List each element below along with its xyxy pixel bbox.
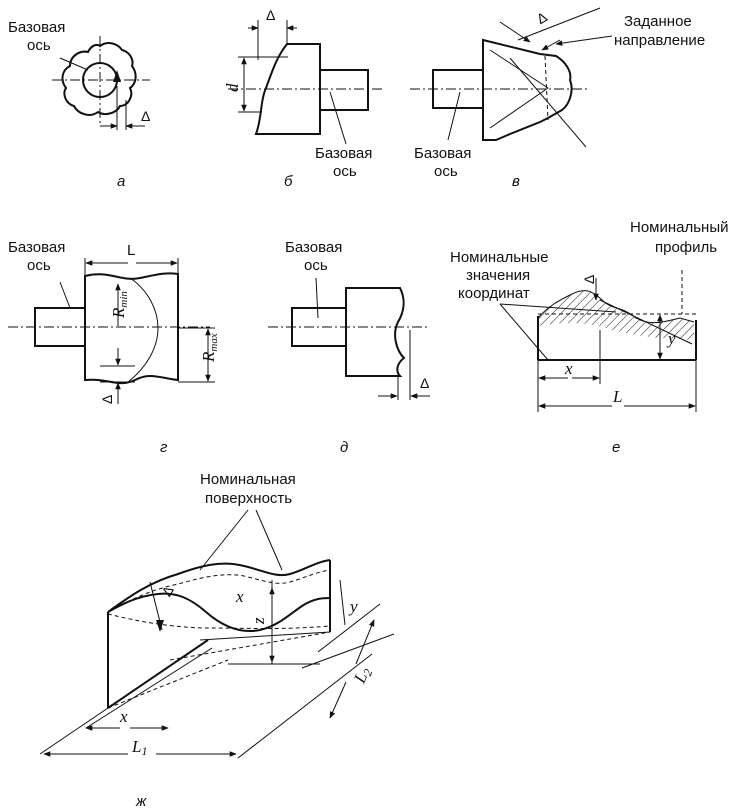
nominal-surface-back: [107, 569, 331, 613]
caption-e: е: [612, 439, 620, 456]
nominal-line: [544, 55, 549, 121]
L2-symbol: L2: [350, 664, 376, 688]
actual-profile: [537, 290, 695, 324]
leader-line: [329, 91, 347, 145]
given-direction-label: Заданное: [624, 13, 692, 30]
extension-line: [317, 603, 381, 653]
panel-g: Базовая ось L Rmin Rmax Δ г: [8, 239, 220, 456]
leader-line: [199, 509, 249, 571]
base-edge: [199, 631, 331, 641]
part-body: [345, 287, 406, 377]
base-axis-label: Базовая: [414, 145, 471, 162]
hidden-edge: [169, 631, 331, 661]
dim-arrow: [499, 21, 531, 43]
delta-symbol: Δ: [99, 395, 115, 404]
part-shaft: [319, 69, 369, 111]
L2-arrow: [355, 619, 375, 665]
caption-d: д: [340, 439, 348, 456]
top-front-edge: [107, 592, 331, 632]
direction-line: [517, 7, 601, 41]
hatched-deviation: [538, 290, 694, 340]
part-shaft: [432, 69, 484, 109]
L-symbol: L: [127, 242, 135, 259]
extension-line: [85, 647, 213, 729]
nominal-surface-label: Номинальная: [200, 471, 296, 488]
leader-line: [255, 509, 283, 571]
delta-symbol: Δ: [581, 275, 597, 284]
base-axis-label-2: ось: [27, 257, 51, 274]
delta-symbol: Δ: [141, 108, 150, 124]
nominal-coords-label: Номинальные: [450, 249, 548, 266]
rmax-symbol: Rmax: [199, 333, 220, 363]
wavy-contour: [61, 42, 137, 116]
construction-line: [489, 87, 549, 129]
panel-zh: Номинальная поверхность z x Δ y x: [39, 471, 395, 810]
top-back-edge: [107, 559, 331, 613]
part-body: [84, 272, 179, 385]
panel-a: Базовая ось Δ а: [8, 19, 150, 190]
part-shaft: [34, 307, 86, 347]
part-body: [254, 43, 321, 135]
y-symbol: y: [348, 597, 358, 616]
delta-symbol: Δ: [420, 375, 429, 391]
x-symbol: x: [564, 359, 573, 378]
y-tick: [339, 579, 346, 626]
L2-arrow: [329, 681, 347, 719]
extension-line: [237, 653, 373, 759]
nominal-coords-label-3: координат: [458, 285, 530, 302]
extension-line: [301, 633, 395, 669]
base-axis-label: Базовая: [8, 239, 65, 256]
inner-arc: [127, 277, 159, 383]
base-axis-label-2: ось: [27, 37, 51, 54]
direction-line: [509, 57, 587, 148]
nominal-surface-label-2: поверхность: [205, 490, 292, 507]
caption-v: в: [512, 173, 520, 190]
arrow-head: [156, 620, 164, 632]
leader-line: [447, 91, 461, 141]
L-symbol: L: [612, 387, 622, 406]
rmin-symbol: Rmin: [109, 291, 130, 319]
base-axis-label-2: ось: [434, 163, 458, 180]
leader-line: [59, 281, 71, 309]
caption-b: б: [284, 173, 293, 190]
leader-line: [499, 303, 549, 361]
panel-b: Δ d Базовая ось б: [223, 7, 382, 190]
x-mark: x: [235, 587, 244, 606]
caption-g: г: [160, 439, 168, 456]
d-symbol: d: [223, 83, 242, 92]
x-symbol: x: [119, 707, 128, 726]
panel-v: Δ Заданное направление Базовая ось в: [410, 7, 705, 190]
panel-e: Номинальный профиль Номинальные значения…: [450, 219, 729, 456]
construction-line: [599, 299, 693, 345]
leader-arrow: [555, 35, 613, 46]
panel-d: Базовая ось Δ д: [268, 239, 430, 456]
nominal-profile-label-2: профиль: [655, 239, 717, 256]
part-cone: [482, 38, 573, 141]
L1-symbol: L1: [131, 737, 147, 758]
base-axis-label: Базовая: [315, 145, 372, 162]
arrow-head: [113, 70, 121, 82]
delta-symbol: Δ: [266, 7, 275, 23]
leader-line: [315, 277, 319, 319]
nominal-coords-label-2: значения: [466, 267, 530, 284]
delta-symbol: Δ: [534, 9, 550, 28]
extension-line: [39, 707, 109, 755]
hidden-edge: [107, 659, 229, 709]
y-symbol: y: [666, 329, 676, 348]
caption-a: а: [117, 173, 125, 190]
bottom-left-edge: [107, 639, 209, 709]
leader-line: [59, 57, 89, 71]
given-direction-label-2: направление: [614, 32, 705, 49]
caption-zh: ж: [135, 793, 147, 810]
nominal-surface-front: [107, 613, 331, 629]
z-symbol: z: [249, 617, 268, 625]
base-axis-label-2: ось: [304, 257, 328, 274]
base-axis-label-2: ось: [333, 163, 357, 180]
base-axis-label: Базовая: [8, 19, 65, 36]
nominal-profile-label: Номинальный: [630, 219, 729, 236]
dim-arrow: [541, 39, 561, 51]
base-axis-label: Базовая: [285, 239, 342, 256]
